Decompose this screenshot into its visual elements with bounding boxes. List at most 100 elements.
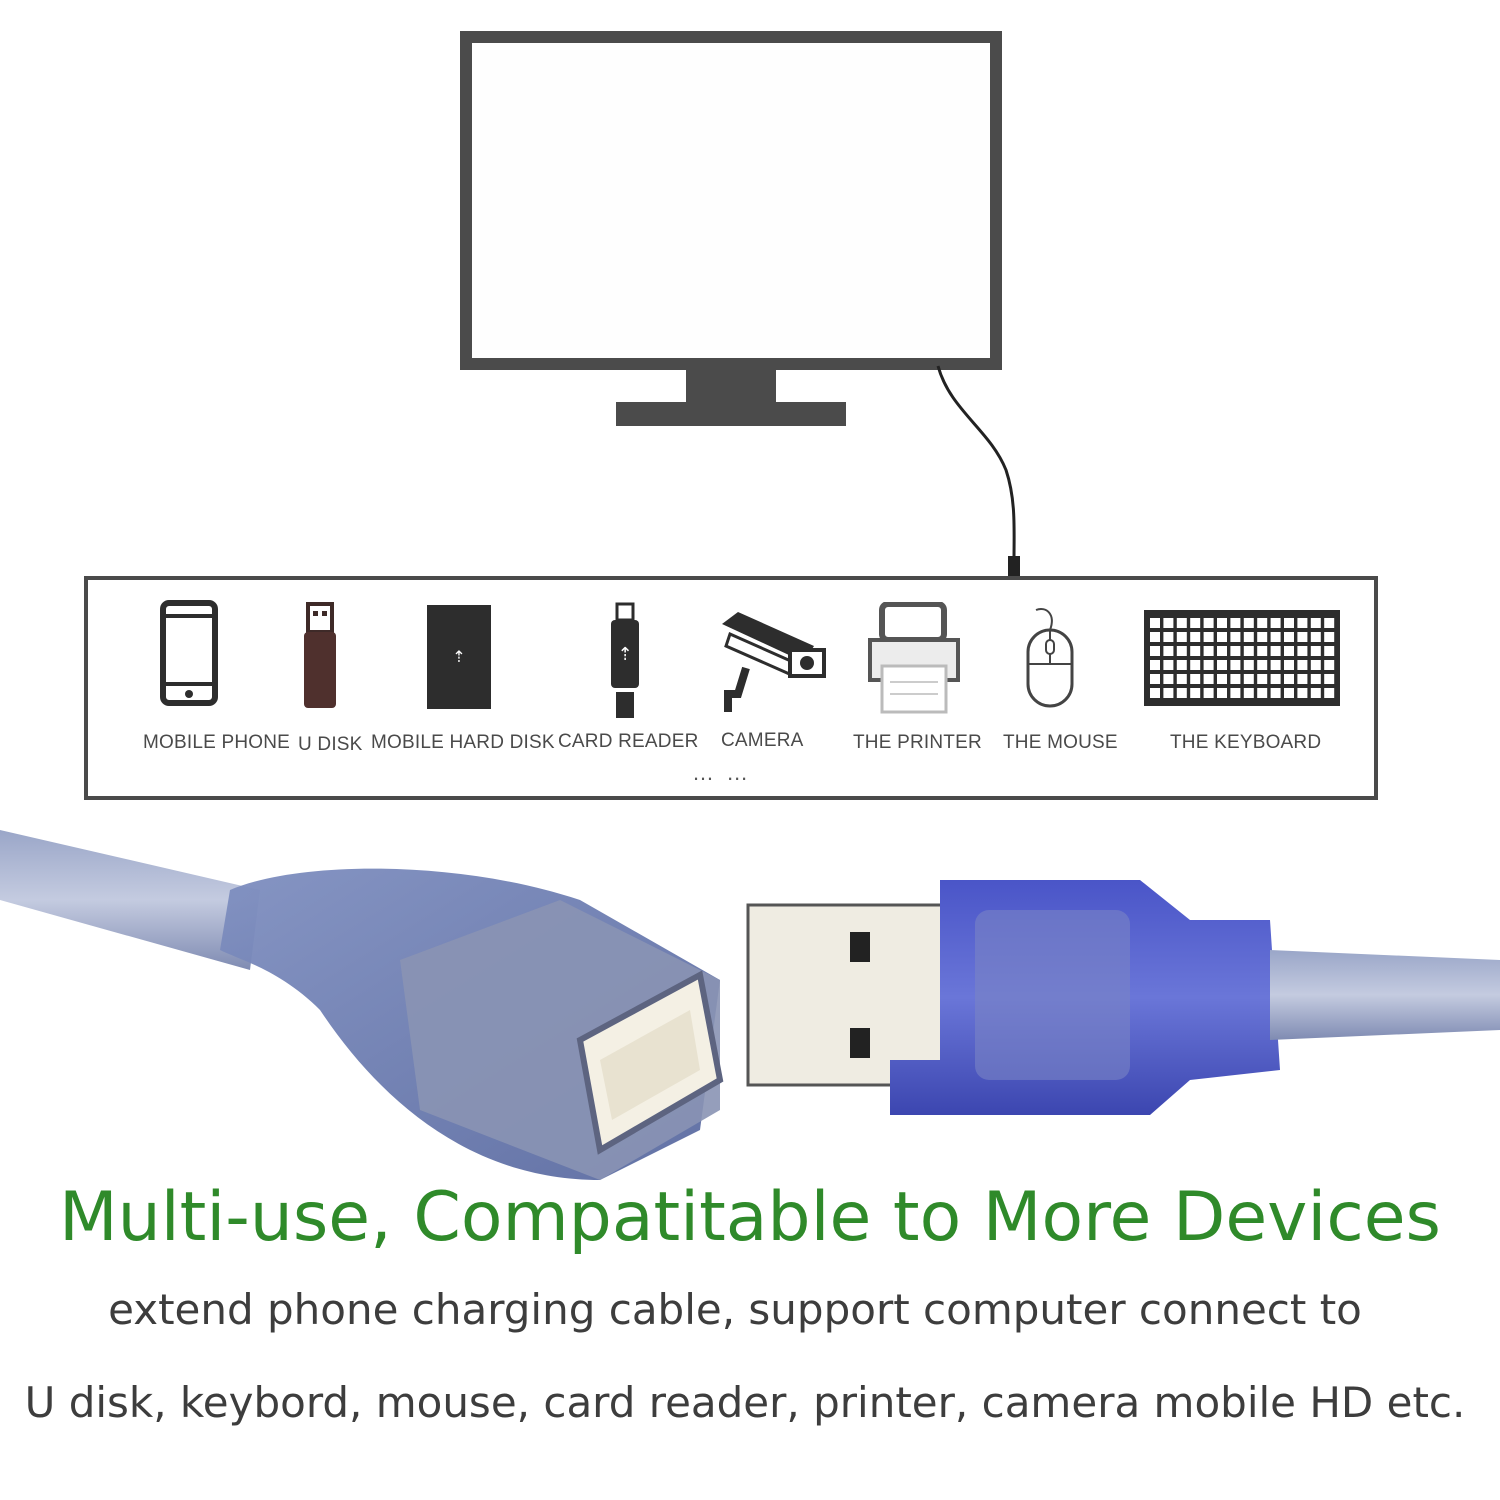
keyboard-key (1284, 660, 1294, 670)
keyboard-key (1150, 632, 1160, 642)
keyboard-key (1310, 660, 1321, 670)
label-mobile-hard-disk: MOBILE HARD DISK (371, 732, 555, 753)
keyboard-key (1150, 618, 1160, 628)
usb-extension-cable-photo (0, 830, 1500, 1180)
keyboard-key (1310, 618, 1321, 628)
keyboard-key (1297, 660, 1308, 670)
keyboard-key (1150, 660, 1160, 670)
keyboard-key (1310, 646, 1321, 656)
keyboard-key (1243, 674, 1254, 684)
keyboard-key (1190, 646, 1201, 656)
keyboard-key (1324, 688, 1335, 698)
keyboard-key (1257, 688, 1268, 698)
keyboard-key (1176, 688, 1187, 698)
keyboard-key (1257, 632, 1268, 642)
keyboard-key (1270, 618, 1281, 628)
keyboard-key (1176, 646, 1187, 656)
keyboard-key (1284, 674, 1294, 684)
hard-disk-icon: ⇡ (427, 605, 491, 709)
keyboard-key (1297, 688, 1308, 698)
keyboard-key (1163, 674, 1174, 684)
keyboard-key (1284, 632, 1294, 642)
printer-icon (868, 602, 960, 714)
keyboard-key (1230, 660, 1241, 670)
keyboard-key (1284, 688, 1294, 698)
keyboard-key (1176, 618, 1187, 628)
keyboard-key (1176, 632, 1187, 642)
keyboard-key (1163, 632, 1174, 642)
right-cable (1270, 950, 1500, 1040)
keyboard-key (1324, 646, 1335, 656)
keyboard-key (1190, 632, 1201, 642)
keyboard-key (1310, 632, 1321, 642)
keyboard-key (1217, 660, 1227, 670)
label-the-keyboard: THE KEYBOARD (1170, 732, 1322, 753)
description-line-2: U disk, keybord, mouse, card reader, pri… (24, 1378, 1466, 1427)
keyboard-key (1176, 674, 1187, 684)
keyboard-key (1270, 660, 1281, 670)
keyboard-key (1324, 618, 1335, 628)
monitor-base (616, 402, 846, 426)
keyboard-key (1284, 618, 1294, 628)
mobile-phone-icon (160, 600, 218, 706)
keyboard-key (1297, 632, 1308, 642)
keyboard-key (1163, 660, 1174, 670)
mouse-icon (1026, 608, 1074, 708)
keyboard-key (1270, 646, 1281, 656)
keyboard-key (1217, 688, 1227, 698)
keyboard-key (1243, 688, 1254, 698)
keyboard-key (1203, 632, 1214, 642)
headline: Multi-use, Compatitable to More Devices (59, 1178, 1441, 1257)
keyboard-key (1270, 688, 1281, 698)
label-camera: CAMERA (721, 730, 804, 751)
keyboard-key (1190, 688, 1201, 698)
keyboard-key (1203, 618, 1214, 628)
keyboard-key (1163, 618, 1174, 628)
keyboard-key (1230, 632, 1241, 642)
keyboard-key (1203, 660, 1214, 670)
keyboard-key (1163, 688, 1174, 698)
label-the-printer: THE PRINTER (853, 732, 982, 753)
keyboard-key (1243, 660, 1254, 670)
left-cable (0, 830, 260, 970)
keyboard-key (1270, 674, 1281, 684)
keyboard-icon (1144, 610, 1340, 706)
keyboard-key (1230, 688, 1241, 698)
keyboard-key (1257, 646, 1268, 656)
usb-flash-drive-icon (304, 602, 336, 708)
label-card-reader: CARD READER (558, 731, 699, 752)
svg-text:⇡: ⇡ (617, 644, 632, 665)
label-mobile-phone: MOBILE PHONE (143, 732, 291, 753)
keyboard-key (1284, 646, 1294, 656)
keyboard-key (1190, 618, 1201, 628)
security-camera-icon (722, 612, 826, 712)
keyboard-key (1324, 660, 1335, 670)
device-panel: ⇡ ⇡ … … (84, 576, 1378, 800)
keyboard-key (1257, 674, 1268, 684)
keyboard-key (1217, 646, 1227, 656)
keyboard-key (1217, 674, 1227, 684)
more-devices-ellipsis: … … (692, 760, 752, 785)
male-usb-plug-metal (746, 903, 950, 1087)
label-the-mouse: THE MOUSE (1003, 732, 1118, 753)
keyboard-key (1190, 674, 1201, 684)
keyboard-key (1257, 660, 1268, 670)
keyboard-key (1230, 618, 1241, 628)
keyboard-key (1150, 646, 1160, 656)
keyboard-key (1243, 646, 1254, 656)
keyboard-key (1324, 632, 1335, 642)
keyboard-key (1297, 646, 1308, 656)
keyboard-key (1297, 674, 1308, 684)
keyboard-key (1203, 646, 1214, 656)
label-u-disk: U DISK (298, 734, 363, 755)
keyboard-key (1243, 618, 1254, 628)
keyboard-key (1150, 688, 1160, 698)
keyboard-key (1243, 632, 1254, 642)
keyboard-key (1176, 660, 1187, 670)
svg-text:⇡: ⇡ (452, 647, 465, 666)
keyboard-key (1163, 646, 1174, 656)
monitor-illustration (460, 31, 1020, 576)
keyboard-key (1217, 632, 1227, 642)
card-reader-icon: ⇡ (611, 602, 639, 718)
keyboard-key (1150, 674, 1160, 684)
